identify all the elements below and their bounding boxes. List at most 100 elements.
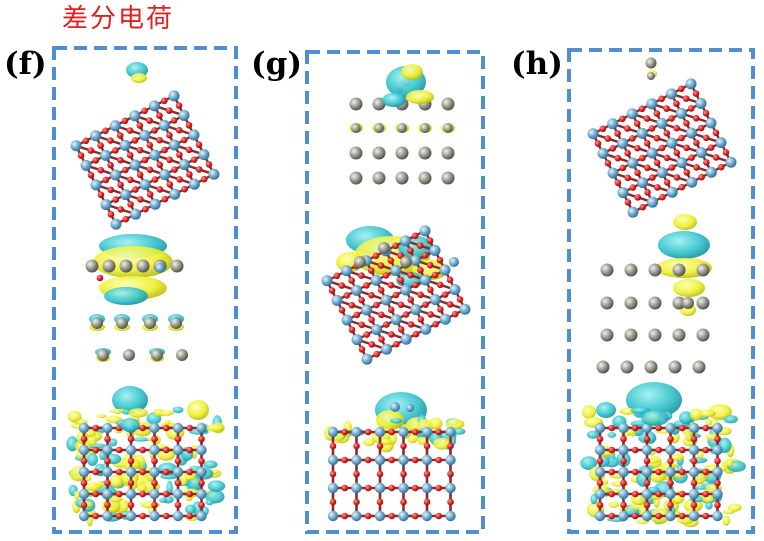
metal-atom bbox=[647, 196, 659, 208]
oxygen-atom bbox=[122, 166, 129, 174]
oxygen-atom bbox=[176, 151, 183, 159]
oxygen-atom bbox=[378, 311, 385, 319]
oxygen-atom bbox=[614, 130, 621, 137]
metal-atom bbox=[196, 422, 207, 434]
oxygen-atom bbox=[456, 296, 464, 303]
metal-atom bbox=[617, 187, 629, 199]
charge-accumulation-lobe bbox=[673, 279, 705, 297]
oxygen-atom bbox=[648, 125, 656, 132]
metal-atom bbox=[594, 466, 606, 478]
oxygen-atom bbox=[663, 179, 671, 186]
oxygen-atom bbox=[174, 435, 182, 443]
metal-atom bbox=[665, 488, 676, 500]
oxygen-atom bbox=[451, 310, 459, 318]
charge-depletion-lobe bbox=[607, 432, 617, 438]
dopant-atom bbox=[102, 259, 116, 273]
metal-atom bbox=[168, 139, 180, 151]
dopant-atom bbox=[682, 297, 694, 309]
metal-atom bbox=[665, 510, 676, 522]
oxygen-atom bbox=[620, 501, 627, 509]
metal-atom bbox=[641, 488, 653, 500]
oxygen-atom bbox=[160, 97, 168, 105]
metal-atom bbox=[715, 137, 727, 149]
oxygen-atom bbox=[92, 424, 100, 432]
oxygen-atom bbox=[649, 174, 656, 181]
oxygen-atom bbox=[348, 301, 356, 309]
metal-atom bbox=[445, 482, 456, 494]
dopant-atom bbox=[596, 360, 610, 374]
metal-atom bbox=[705, 117, 717, 129]
oxygen-atom bbox=[97, 166, 105, 174]
metal-atom bbox=[381, 343, 393, 355]
oxygen-atom bbox=[387, 281, 395, 289]
oxygen-atom bbox=[329, 498, 337, 506]
oxygen-atom bbox=[631, 490, 639, 498]
oxygen-atom bbox=[667, 501, 674, 509]
oxygen-atom bbox=[619, 164, 627, 172]
metal-atom bbox=[685, 127, 697, 139]
dopant-atom bbox=[116, 317, 128, 329]
metal-atom bbox=[341, 314, 353, 326]
metal-atom bbox=[78, 466, 90, 478]
oxygen-atom bbox=[373, 301, 380, 309]
oxygen-atom bbox=[80, 501, 88, 509]
oxygen-atom bbox=[115, 512, 123, 520]
charge-accumulation-lobe bbox=[673, 214, 697, 230]
oxygen-atom bbox=[631, 512, 639, 520]
oxygen-atom bbox=[341, 428, 349, 436]
metal-atom bbox=[102, 488, 113, 500]
charge-accumulation-lobe bbox=[433, 437, 452, 450]
charge-accumulation-lobe bbox=[109, 474, 123, 488]
oxygen-atom bbox=[397, 252, 404, 259]
metal-atom bbox=[371, 324, 383, 336]
charge-accumulation-lobe bbox=[708, 404, 732, 420]
oxygen-atom bbox=[166, 131, 173, 139]
oxygen-atom bbox=[702, 446, 710, 454]
oxygen-atom bbox=[436, 281, 444, 289]
metal-atom bbox=[110, 218, 122, 230]
oxygen-atom bbox=[97, 142, 104, 149]
metal-atom bbox=[688, 466, 700, 478]
charge-depletion-lobe bbox=[679, 411, 694, 425]
oxygen-atom bbox=[631, 446, 639, 454]
metal-atom bbox=[587, 128, 599, 140]
oxygen-atom bbox=[643, 139, 651, 147]
oxygen-atom bbox=[624, 125, 631, 132]
oxygen-atom bbox=[341, 456, 349, 464]
oxygen-atom bbox=[690, 501, 698, 509]
oxygen-atom bbox=[122, 215, 130, 223]
charge-depletion-lobe bbox=[108, 438, 118, 447]
oxygen-atom bbox=[156, 161, 164, 169]
metal-atom bbox=[421, 482, 433, 494]
oxygen-atom bbox=[437, 306, 444, 313]
dopant-atom bbox=[600, 328, 614, 342]
oxygen-atom bbox=[400, 442, 407, 450]
oxygen-atom bbox=[185, 146, 193, 154]
oxygen-atom bbox=[435, 484, 443, 492]
dopant-atom bbox=[374, 123, 384, 133]
charge-depletion-lobe bbox=[586, 430, 599, 439]
metal-atom bbox=[676, 157, 688, 169]
oxygen-atom bbox=[411, 512, 419, 520]
dopant-atom bbox=[176, 349, 188, 361]
oxygen-atom bbox=[667, 479, 674, 487]
dopant-atom bbox=[668, 360, 682, 374]
oxygen-atom bbox=[77, 152, 85, 159]
metal-atom bbox=[725, 156, 737, 168]
charge-accumulation-lobe bbox=[164, 419, 171, 425]
oxygen-atom bbox=[388, 456, 396, 464]
metal-atom bbox=[712, 510, 723, 522]
metal-atom bbox=[120, 189, 132, 201]
oxygen-atom bbox=[435, 456, 443, 464]
metal-atom bbox=[666, 186, 678, 198]
oxygen-atom bbox=[87, 147, 95, 154]
oxygen-atom bbox=[141, 107, 148, 115]
oxygen-atom bbox=[653, 159, 661, 167]
oxygen-atom bbox=[176, 176, 183, 183]
dopant-atom bbox=[85, 259, 99, 273]
oxygen-atom bbox=[643, 479, 651, 487]
charge-accumulation-lobe bbox=[113, 408, 122, 415]
metal-atom bbox=[168, 90, 180, 102]
metal-atom bbox=[594, 444, 606, 456]
